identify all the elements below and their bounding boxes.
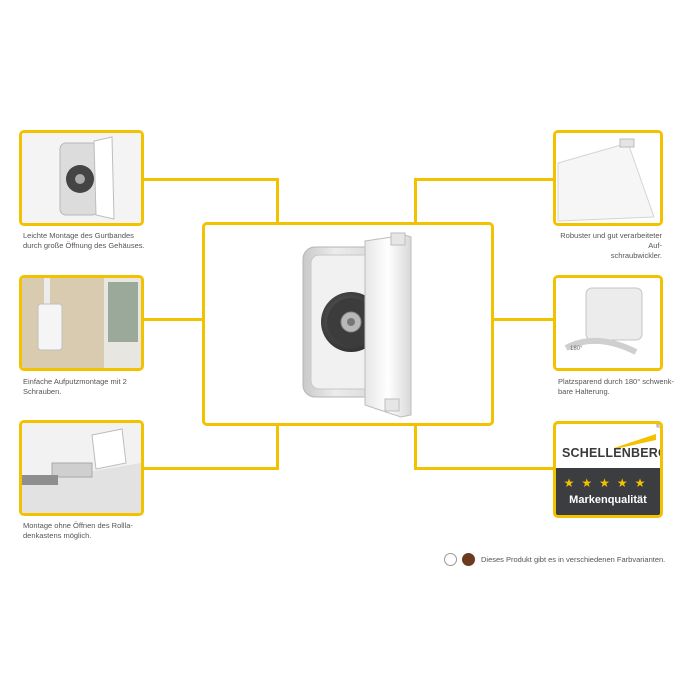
- cover-closeup-icon: [556, 133, 660, 223]
- connector-top-right-drop: [414, 178, 417, 224]
- caption-robust: Robuster und gut verarbeiteter Auf- schr…: [560, 231, 662, 260]
- caption-swivel: Platzsparend durch 180° schwenk- bare Ha…: [558, 377, 674, 396]
- connector-top-left: [142, 178, 279, 181]
- variant-white-swatch: [444, 553, 457, 566]
- brand-stars: ★★★★★: [563, 476, 653, 490]
- caption-housing-opening: Leichte Montage des Gurtbandes durch gro…: [23, 231, 145, 250]
- feature-frame-housing-opening: [19, 130, 144, 226]
- connector-top-left-drop: [276, 178, 279, 224]
- svg-text:180°: 180°: [570, 346, 583, 352]
- brand-roof-logo-icon: [614, 434, 656, 448]
- connector-mid-left: [142, 318, 204, 321]
- surface-mount-wall-icon: [22, 278, 141, 368]
- belt-winder-product-icon: [302, 232, 412, 418]
- connector-top-right: [414, 178, 555, 181]
- main-product-frame: [202, 222, 494, 426]
- feature-frame-surface-mount: [19, 275, 144, 371]
- feature-frame-swivel: 180°: [553, 275, 663, 371]
- brand-logo-area: ® SCHELLENBERG: [556, 424, 660, 468]
- connector-bottom-right: [414, 467, 555, 470]
- caption-no-opening: Montage ohne Öffnen des Rollla- denkaste…: [23, 521, 133, 540]
- connector-bottom-right-rise: [414, 424, 417, 470]
- connector-mid-right: [492, 318, 555, 321]
- brand-registered-mark: ®: [656, 424, 661, 430]
- brand-quality-label: Markenqualität: [569, 494, 647, 506]
- variants-note: Dieses Produkt gibt es in verschiedenen …: [481, 555, 666, 564]
- brand-badge: ® SCHELLENBERG ★★★★★ Markenqualität: [553, 421, 663, 518]
- connector-bottom-left-rise: [276, 424, 279, 470]
- feature-frame-robust: [553, 130, 663, 226]
- mounting-bracket-icon: [22, 423, 141, 513]
- feature-frame-no-opening: [19, 420, 144, 516]
- connector-bottom-left: [142, 467, 279, 470]
- caption-surface-mount: Einfache Aufputzmontage mit 2 Schrauben.: [23, 377, 127, 396]
- variant-brown-swatch: [462, 553, 475, 566]
- brand-name: SCHELLENBERG: [562, 446, 663, 460]
- swivel-bracket-icon: 180°: [556, 278, 660, 368]
- winder-open-housing-icon: [22, 133, 141, 223]
